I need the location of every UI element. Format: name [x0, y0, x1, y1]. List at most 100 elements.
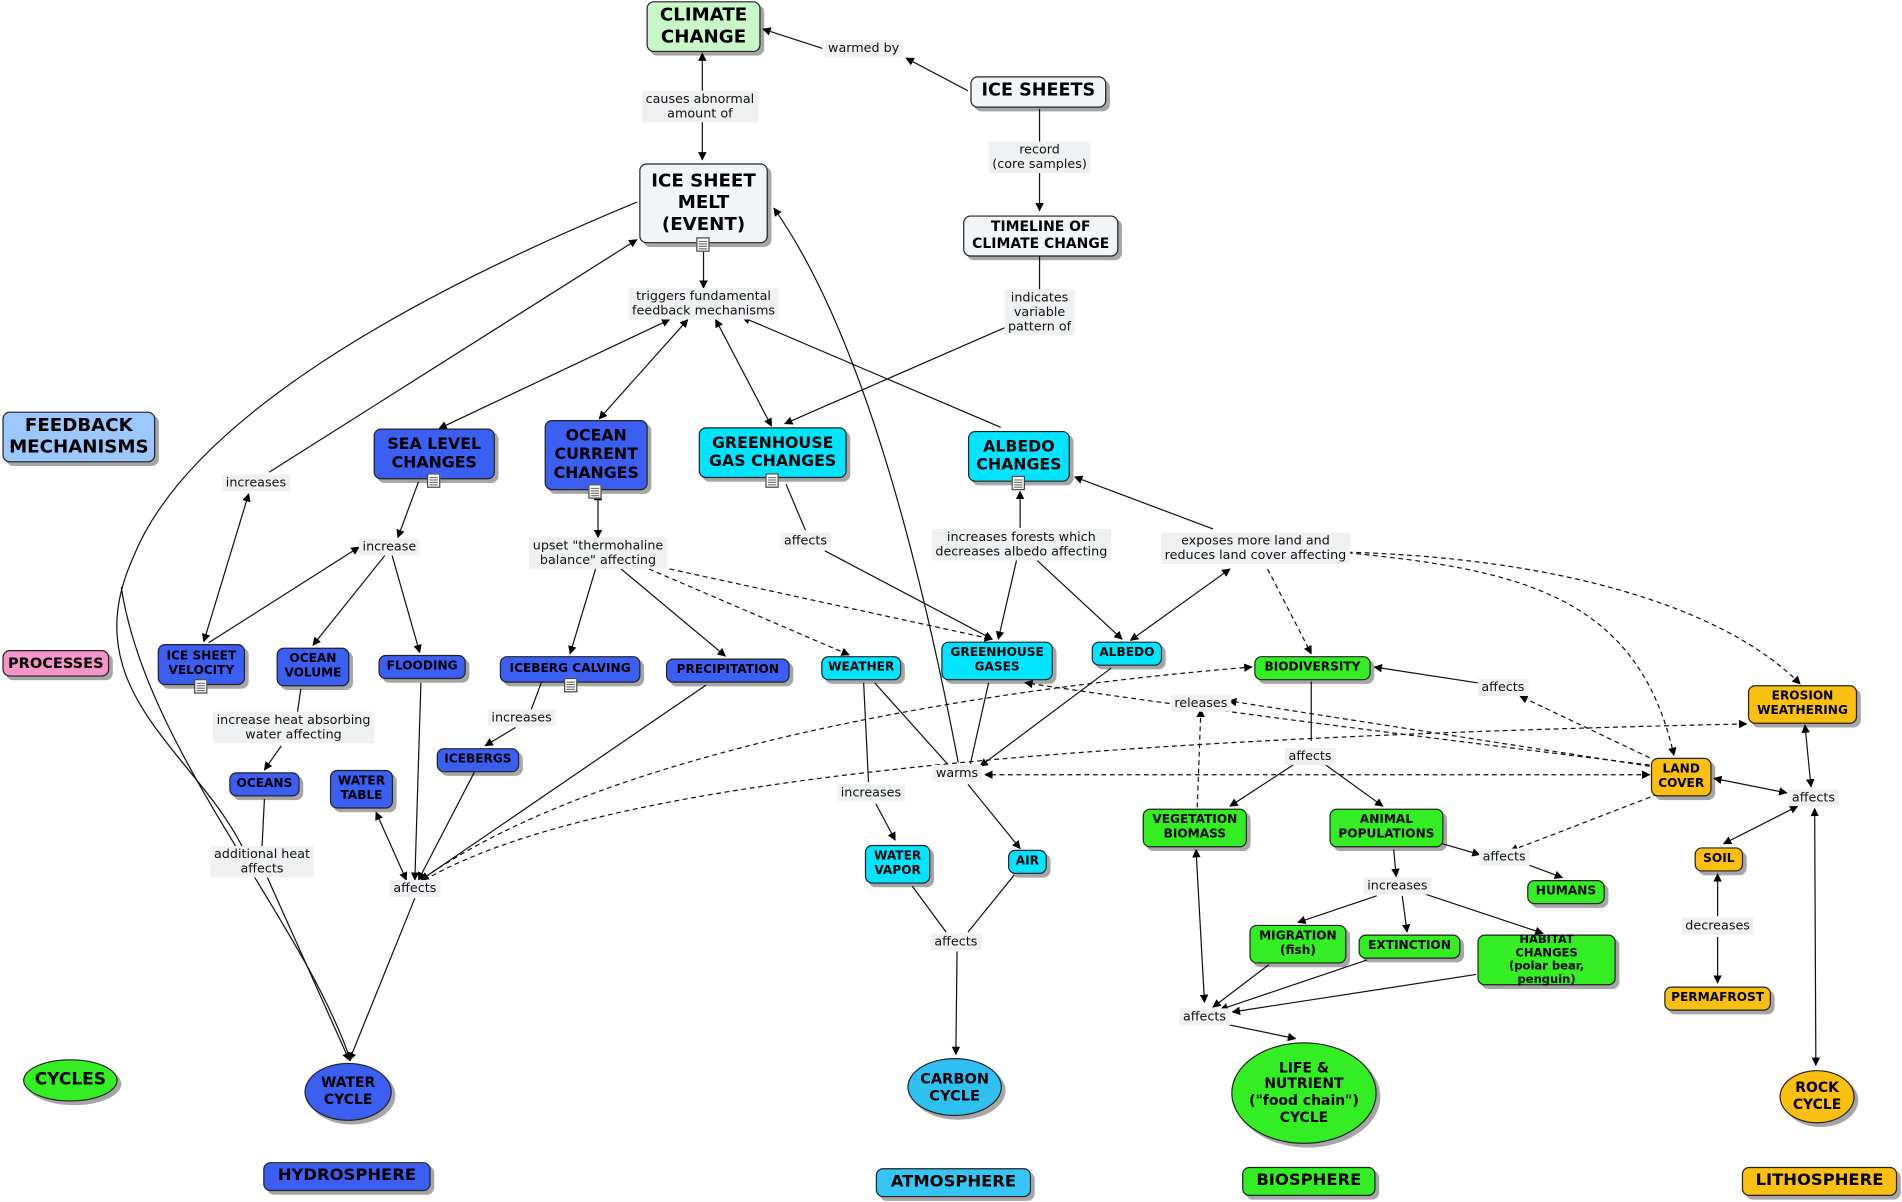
timeline-node[interactable]: TIMELINE OF CLIMATE CHANGE: [963, 215, 1119, 257]
biosphere-legend: BIOSPHERE: [1242, 1166, 1376, 1196]
carbon-cycle-node[interactable]: CARBON CYCLE: [907, 1057, 1002, 1117]
connector-line: [1192, 848, 1209, 1004]
link-label-affects-air: affects: [930, 933, 982, 951]
climate-change-node[interactable]: CLIMATE CHANGE: [646, 1, 761, 53]
connector-line: [1297, 895, 1377, 924]
greenhouse-gas-changes-node[interactable]: GREENHOUSE GAS CHANGES: [698, 427, 847, 479]
link-label-warms: warms: [932, 764, 982, 783]
connector-line: [1391, 849, 1400, 878]
vegetation-biomass-node[interactable]: VEGETATION BIOMASS: [1142, 808, 1247, 848]
connector-line: [420, 684, 707, 881]
connector-line: [1523, 862, 1564, 879]
link-label-triggers: triggers fundamental feedback mechanisms: [628, 288, 779, 320]
link-label-affects-hydro: affects: [389, 879, 441, 898]
extinction-node[interactable]: EXTINCTION: [1358, 934, 1461, 959]
connector-line: [1713, 775, 1788, 796]
connector-line: [396, 481, 420, 539]
connector-line: [1231, 973, 1477, 1016]
connector-line: [874, 682, 948, 765]
connector-line: [863, 682, 870, 783]
connector-line: [1519, 695, 1650, 759]
document-icon[interactable]: [564, 677, 578, 693]
precipitation-node[interactable]: PRECIPITATION: [665, 658, 790, 683]
connector-line: [120, 587, 353, 1062]
ice-sheet-velocity-node[interactable]: ICE SHEET VELOCITY: [157, 643, 246, 686]
air-node[interactable]: AIR: [1008, 849, 1047, 874]
icebergs-node[interactable]: ICEBERGS: [436, 748, 520, 773]
connector-line: [424, 663, 1253, 879]
link-label-increases-forests: increases forests which decreases albedo…: [931, 528, 1111, 561]
connector-line: [1227, 697, 1650, 767]
link-label-indicates: indicates variable pattern of: [1004, 289, 1075, 336]
water-vapor-node[interactable]: WATER VAPOR: [864, 844, 931, 884]
connector-line: [348, 897, 416, 1062]
albedo-node[interactable]: ALBEDO: [1091, 641, 1163, 666]
connector-line: [951, 951, 961, 1056]
connector-line: [741, 316, 1001, 428]
connector-line: [1267, 568, 1312, 655]
document-icon[interactable]: [588, 484, 602, 499]
humans-node[interactable]: HUMANS: [1527, 880, 1605, 905]
connector-line: [669, 568, 994, 642]
connector-line: [905, 57, 969, 92]
animal-populations-node[interactable]: ANIMAL POPULATIONS: [1329, 808, 1444, 848]
document-icon[interactable]: [194, 679, 208, 694]
habitat-changes-node[interactable]: HABITAT CHANGES (polar bear, penguin): [1477, 933, 1616, 987]
migration-node[interactable]: MIGRATION (fish): [1249, 924, 1347, 964]
erosion-weathering-node[interactable]: EROSION WEATHERING: [1747, 685, 1858, 724]
connector-line: [715, 318, 773, 427]
soil-node[interactable]: SOIL: [1694, 847, 1744, 872]
rock-cycle-node[interactable]: ROCK CYCLE: [1779, 1070, 1855, 1124]
link-label-increase: increase: [358, 538, 420, 556]
connector-line: [995, 560, 1018, 640]
document-icon[interactable]: [696, 237, 710, 252]
connector-line: [784, 326, 1008, 425]
ice-sheets-node[interactable]: ICE SHEETS: [970, 76, 1107, 108]
connector-line: [598, 318, 689, 420]
water-cycle-node[interactable]: WATER CYCLE: [304, 1062, 392, 1121]
connector-line: [1442, 843, 1481, 857]
life-nutrient-cycle-node[interactable]: LIFE & NUTRIENT ("food chain") CYCLE: [1231, 1042, 1377, 1144]
link-label-record: record (core samples): [988, 141, 1091, 174]
document-icon[interactable]: [1011, 475, 1025, 491]
greenhouse-gases-node[interactable]: GREENHOUSE GASES: [941, 641, 1053, 681]
connector-line: [391, 554, 422, 654]
connector-line: [1373, 663, 1485, 685]
link-label-decreases: decreases: [1681, 917, 1754, 935]
biodiversity-node[interactable]: BIODIVERSITY: [1254, 656, 1371, 681]
connector-line: [1722, 805, 1799, 845]
connector-line: [824, 550, 993, 640]
cycles-legend: CYCLES: [23, 1059, 118, 1102]
document-icon[interactable]: [426, 473, 441, 488]
water-table-node[interactable]: WATER TABLE: [329, 769, 394, 809]
ocean-current-changes-node[interactable]: OCEAN CURRENT CHANGES: [544, 420, 648, 491]
ice-sheet-melt-node[interactable]: ICE SHEET MELT (EVENT): [639, 163, 768, 244]
ocean-volume-node[interactable]: OCEAN VOLUME: [276, 647, 350, 687]
connector-line: [1196, 708, 1205, 808]
oceans-node[interactable]: OCEANS: [229, 772, 300, 797]
connector-line: [201, 493, 251, 643]
connector-line: [116, 201, 638, 848]
link-label-affects-right: affects: [1477, 679, 1529, 697]
flooding-node[interactable]: FLOODING: [378, 654, 466, 680]
document-icon[interactable]: [765, 473, 779, 488]
connector-line: [1225, 1023, 1297, 1042]
permafrost-node[interactable]: PERMAFROST: [1664, 986, 1771, 1011]
link-label-increase-heat: increase heat absorbing water affecting: [212, 711, 375, 744]
connector-line: [263, 745, 282, 771]
connector-line: [785, 483, 806, 531]
connector-line: [417, 772, 475, 881]
link-label-increases: increases: [222, 474, 290, 492]
lithosphere-legend: LITHOSPHERE: [1741, 1166, 1898, 1196]
connector-line: [1810, 807, 1821, 1067]
feedback-mechanisms-legend: FEEDBACK MECHANISMS: [2, 411, 156, 463]
land-cover-node[interactable]: LAND COVER: [1650, 757, 1712, 797]
connector-line: [530, 680, 543, 710]
albedo-changes-node[interactable]: ALBEDO CHANGES: [967, 430, 1070, 482]
connector-line: [424, 719, 1748, 881]
weather-node[interactable]: WEATHER: [821, 656, 902, 681]
connector-line: [1212, 964, 1270, 1008]
sea-level-changes-node[interactable]: SEA LEVEL CHANGES: [373, 428, 495, 480]
